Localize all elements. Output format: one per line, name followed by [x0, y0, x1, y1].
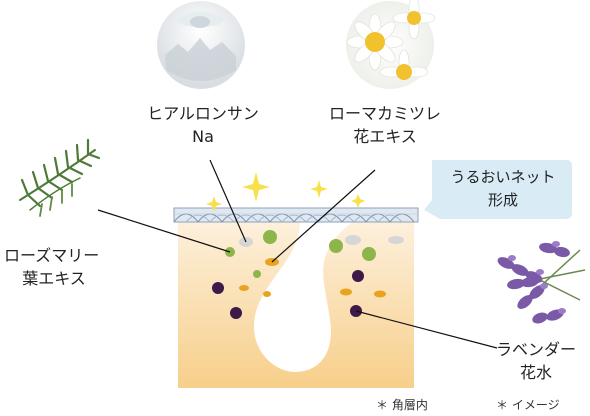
- leader-lines: [97, 159, 498, 349]
- chamomile-label: ローマカミツレ 花エキス: [310, 102, 460, 148]
- hyaluronic-label-line1: ヒアルロンサン: [147, 104, 259, 123]
- pore-shape: [253, 222, 352, 372]
- lavender-label-line1: ラベンダー: [495, 340, 576, 359]
- lavender-label: ラベンダー 花水: [486, 338, 586, 384]
- rosemary-label-line1: ローズマリー: [4, 246, 100, 265]
- chamomile-label-line2: 花エキス: [353, 127, 417, 146]
- stratum-note: ＊ 角層内: [376, 398, 428, 412]
- net-callout-line1: うるおいネット: [450, 168, 556, 186]
- net-callout-label: うるおいネット 形成: [436, 166, 570, 212]
- hyaluronic-image: [157, 1, 245, 89]
- sparkle-icons: [206, 172, 365, 212]
- net-callout-bubble: [424, 160, 572, 219]
- sparkle-icon: [351, 194, 365, 208]
- rosemary-image: [19, 138, 101, 217]
- lavender-label-line2: 花水: [519, 363, 552, 382]
- moisture-net: [173, 207, 419, 223]
- sparkle-icon: [242, 172, 270, 202]
- chamomile-image: [346, 0, 436, 89]
- hyaluronic-label-line2: Na: [192, 127, 214, 146]
- rosemary-label-line2: 葉エキス: [22, 269, 86, 288]
- sparkle-icon: [206, 196, 222, 212]
- sparkle-icon: [310, 180, 328, 198]
- hyaluronic-label: ヒアルロンサン Na: [128, 102, 278, 148]
- lavender-image: [497, 241, 586, 324]
- rosemary-label: ローズマリー 葉エキス: [4, 244, 114, 290]
- image-note: ＊ イメージ: [496, 398, 560, 412]
- skin-layer: [178, 222, 414, 388]
- chamomile-label-line1: ローマカミツレ: [328, 104, 441, 123]
- ingredient-particles: [212, 230, 404, 319]
- net-callout-line2: 形成: [487, 191, 518, 209]
